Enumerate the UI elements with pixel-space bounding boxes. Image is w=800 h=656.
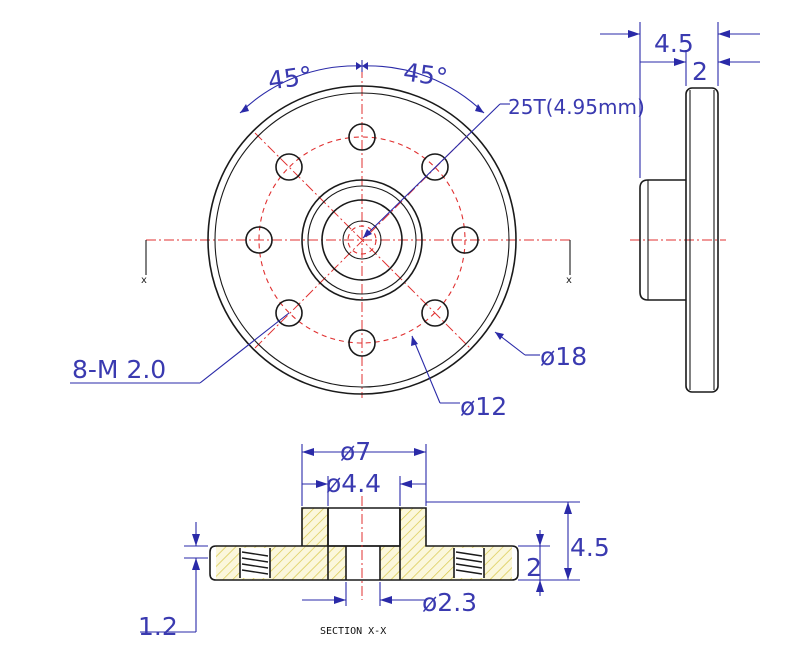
side-thickness-label: 4.5 (654, 29, 694, 58)
hub-outer (301, 179, 423, 301)
mounting-hole (451, 226, 479, 254)
hub-ring (307, 185, 417, 295)
side-flange-label: 2 (692, 57, 708, 86)
hub-height-label: 4.5 (570, 533, 610, 562)
mounting-hole (275, 153, 303, 181)
threaded-hole-left (239, 548, 271, 578)
mounting-hole (421, 299, 449, 327)
side-view: 4.5 2 (600, 22, 760, 393)
mounting-hole (348, 123, 376, 151)
angle-label-right: 45° (402, 57, 450, 92)
side-hub (639, 179, 686, 301)
bore-inner (342, 220, 382, 260)
spline-circle (347, 225, 377, 255)
mounting-holes (245, 123, 479, 357)
bore-outer (321, 199, 403, 281)
section-view: ø7 ø4.4 4.5 2 1.2 (138, 437, 610, 641)
spline-leader: 25T(4.95mm) (362, 95, 645, 239)
outer-disk-edge (207, 85, 517, 395)
outer-disk-chamfer (214, 92, 510, 388)
section-marker-right: x (566, 275, 572, 286)
hole-callout: 8-M 2.0 (72, 355, 166, 384)
outer-diameter-leader: ø18 (494, 331, 587, 371)
angle-label-left: 45° (266, 61, 314, 96)
spline-callout: 25T(4.95mm) (508, 95, 645, 119)
mounting-hole (348, 329, 376, 357)
flange-height-label: 2 (526, 553, 542, 582)
through-bore-label: ø2.3 (422, 588, 477, 617)
hole-leader: 8-M 2.0 (70, 312, 290, 384)
top-view: 45° 45° 25T(4.95mm) 8-M 2.0 ø18 (70, 57, 645, 421)
pitch-diameter-leader: ø12 (411, 335, 507, 421)
hub-diameter-label: ø7 (340, 437, 371, 466)
pitch-diameter-label: ø12 (460, 392, 507, 421)
mounting-hole (421, 153, 449, 181)
pitch-circle (258, 136, 466, 344)
flange-offset-label: 1.2 (138, 612, 178, 641)
mounting-hole (245, 226, 273, 254)
angle-dimension: 45° 45° (239, 57, 485, 114)
bore-diameter-label: ø4.4 (326, 469, 381, 498)
section-hatch-left (216, 508, 346, 580)
threaded-hole-right (453, 548, 485, 578)
mounting-hole (275, 299, 303, 327)
section-marker-left: x (141, 275, 147, 286)
section-caption: SECTION X-X (320, 626, 386, 637)
side-flange (685, 87, 719, 393)
outer-diameter-label: ø18 (540, 342, 587, 371)
